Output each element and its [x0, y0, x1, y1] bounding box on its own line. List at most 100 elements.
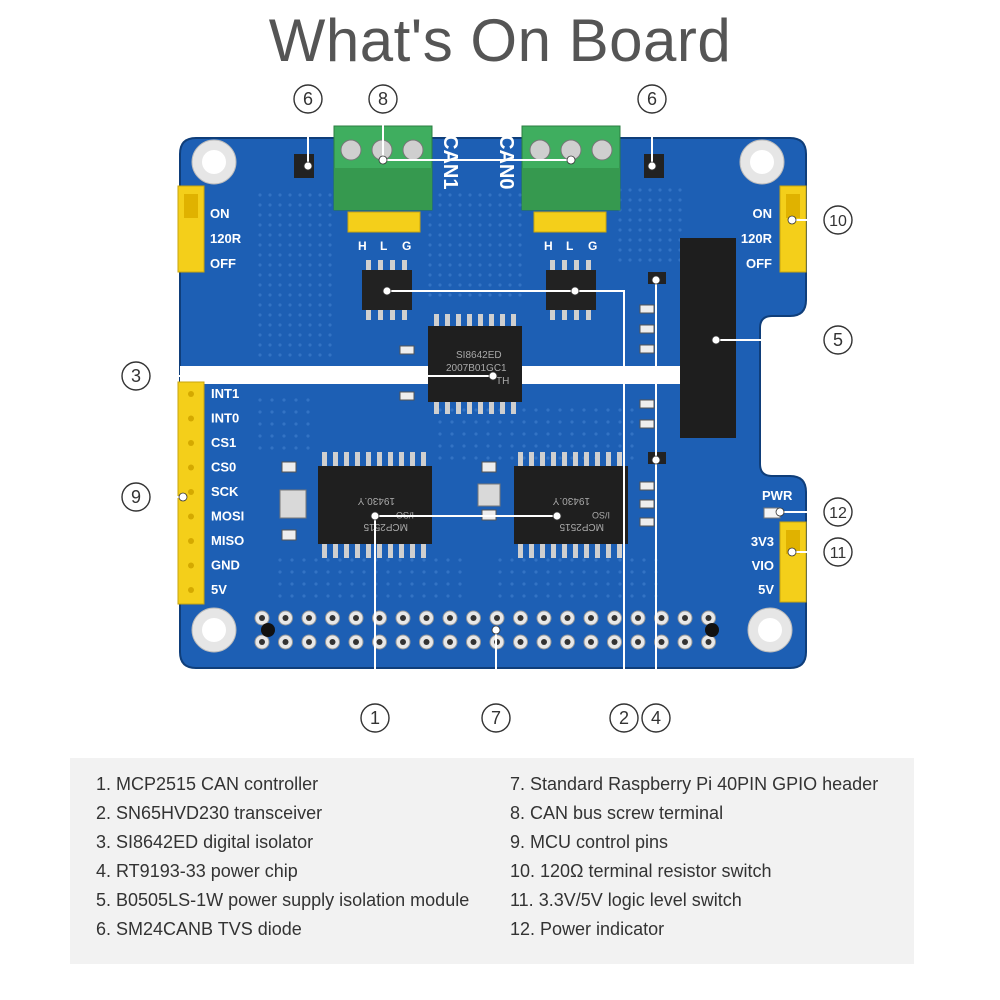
via	[428, 283, 432, 287]
via	[410, 570, 414, 574]
pin-label: CS0	[211, 460, 236, 475]
via	[258, 398, 262, 402]
via	[448, 213, 452, 217]
via	[468, 293, 472, 297]
via	[618, 408, 622, 412]
via	[648, 188, 652, 192]
chip-pin	[434, 402, 439, 414]
via	[308, 203, 312, 207]
gpio-screw-left	[261, 623, 275, 637]
via	[318, 283, 322, 287]
via	[338, 594, 342, 598]
via	[678, 208, 682, 212]
via	[628, 208, 632, 212]
via	[518, 223, 522, 227]
via	[478, 213, 482, 217]
callout-6-right: 6	[637, 84, 667, 114]
chip-pin	[529, 452, 534, 466]
via	[314, 582, 318, 586]
via	[448, 233, 452, 237]
legend-item: 10. 120Ω terminal resistor switch	[510, 861, 772, 881]
via	[518, 193, 522, 197]
chip-pin	[434, 314, 439, 326]
via	[510, 582, 514, 586]
via	[618, 218, 622, 222]
chip-pin	[377, 544, 382, 558]
via	[546, 558, 550, 562]
hlg-header-left: H L G	[347, 211, 421, 253]
via	[468, 223, 472, 227]
via	[258, 410, 262, 414]
via	[558, 420, 562, 424]
chip-pin	[562, 452, 567, 466]
via	[268, 343, 272, 347]
via	[326, 570, 330, 574]
via	[468, 273, 472, 277]
via	[350, 582, 354, 586]
via	[450, 444, 454, 448]
gpio-pin-hole	[541, 615, 547, 621]
chip-pin	[511, 402, 516, 414]
via	[558, 456, 562, 460]
via	[308, 253, 312, 257]
via	[258, 353, 262, 357]
via	[278, 313, 282, 317]
gpio-pin-hole	[470, 615, 477, 621]
pin-label: INT1	[211, 386, 239, 401]
via	[270, 446, 274, 450]
chip-pin	[421, 452, 426, 466]
via	[328, 233, 332, 237]
mounting-hole	[191, 139, 793, 653]
via	[630, 594, 634, 598]
gpio-pin-hole	[423, 615, 430, 621]
gpio-pin-hole	[353, 615, 359, 621]
gpio-pin-hole	[564, 615, 571, 621]
component-legend: 1. MCP2515 CAN controller 2. SN65HVD230 …	[70, 758, 914, 964]
pin-hole	[188, 391, 194, 397]
chip-pin	[573, 452, 578, 466]
mcp-text: I/SO	[592, 510, 610, 520]
via	[434, 558, 438, 562]
chip-pin	[322, 544, 327, 558]
via	[508, 243, 512, 247]
logic-level-jumper: 3V3 VIO 5V	[751, 521, 807, 603]
via	[508, 203, 512, 207]
via	[658, 238, 662, 242]
via	[522, 594, 526, 598]
via	[570, 408, 574, 412]
via	[510, 570, 514, 574]
via	[468, 213, 472, 217]
via	[510, 444, 514, 448]
page-title: What's On Board	[268, 7, 732, 74]
via	[298, 193, 302, 197]
callout-9: 9	[121, 482, 151, 512]
via	[318, 223, 322, 227]
via	[298, 263, 302, 267]
hlg-label: L	[380, 239, 387, 253]
via	[642, 570, 646, 574]
via	[518, 233, 522, 237]
via	[318, 193, 322, 197]
gpio-pin-hole	[517, 639, 524, 645]
via	[434, 594, 438, 598]
via	[498, 582, 502, 586]
via	[258, 446, 262, 450]
via	[648, 238, 652, 242]
via	[288, 343, 292, 347]
via	[318, 203, 322, 207]
via	[638, 188, 642, 192]
via	[668, 208, 672, 212]
via	[446, 570, 450, 574]
via-pattern	[258, 188, 682, 598]
via	[630, 558, 634, 562]
via	[278, 293, 282, 297]
via	[298, 343, 302, 347]
via	[268, 273, 272, 277]
callout-label: 7	[491, 708, 501, 728]
via	[546, 420, 550, 424]
via	[438, 283, 442, 287]
via	[258, 193, 262, 197]
via	[308, 293, 312, 297]
via	[362, 594, 366, 598]
hlg-label: G	[402, 239, 411, 253]
